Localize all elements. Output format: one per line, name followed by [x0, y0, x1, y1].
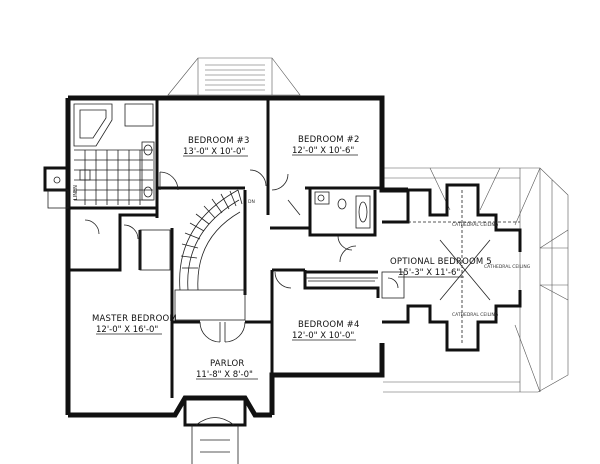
door-swings: [84, 169, 357, 343]
roof-right-wing: [383, 167, 569, 393]
ceiling-label-bottom: CATHEDRAL CEILING: [452, 312, 499, 318]
tile-grid: [74, 149, 153, 205]
hall-bath-fixtures: [314, 191, 371, 229]
linen-label: LINEN: [73, 185, 79, 200]
front-porch: [183, 398, 247, 464]
room-bedroom3: BEDROOM #3 13'-0" X 10'-0": [183, 136, 250, 157]
master-dims: 12'-0" X 16'-0": [96, 325, 158, 335]
right-wing-walls: [382, 183, 522, 352]
parlor-dims: 11'-8" X 8'-0": [196, 370, 253, 380]
cathedral-ceiling-lines: CATHEDRAL CEILING CATHEDRAL CEILING CATH…: [408, 190, 531, 345]
bedroom2-name: BEDROOM #2: [298, 135, 360, 145]
spiral-staircase: DN: [174, 189, 255, 321]
exterior-walls: [65, 95, 408, 418]
room-master-bedroom: MASTER BEDROOM 12'-0" X 16'-0": [92, 314, 177, 335]
room-bedroom4: BEDROOM #4 12'-0" X 10'-0": [292, 320, 360, 341]
bedroom4-dims: 12'-0" X 10'-0": [292, 331, 354, 341]
master-bath-fixtures: [73, 103, 155, 205]
linen-closet: LINEN: [43, 166, 79, 209]
parlor-name: PARLOR: [210, 359, 245, 369]
ceiling-label-top: CATHEDRAL CEILING: [452, 222, 499, 228]
ceiling-label-right: CATHEDRAL CEILING: [484, 264, 531, 270]
master-name: MASTER BEDROOM: [92, 314, 177, 324]
closets: [139, 229, 405, 299]
room-bedroom2: BEDROOM #2 12'-0" X 10'-6": [292, 135, 360, 156]
roof-top-bay: [167, 57, 301, 96]
bedroom2-dims: 12'-0" X 10'-6": [292, 146, 354, 156]
optional5-dims: 15'-3" X 11'-6": [398, 268, 460, 278]
bedroom3-name: BEDROOM #3: [188, 136, 250, 146]
room-optional-bedroom5: OPTIONAL BEDROOM 5 15'-3" X 11'-6": [390, 257, 492, 278]
optional5-name: OPTIONAL BEDROOM 5: [390, 257, 492, 267]
bedroom4-name: BEDROOM #4: [298, 320, 360, 330]
bedroom3-dims: 13'-0" X 10'-0": [183, 147, 245, 157]
room-parlor: PARLOR 11'-8" X 8'-0": [196, 359, 258, 380]
stair-dn-label: DN: [248, 199, 255, 205]
